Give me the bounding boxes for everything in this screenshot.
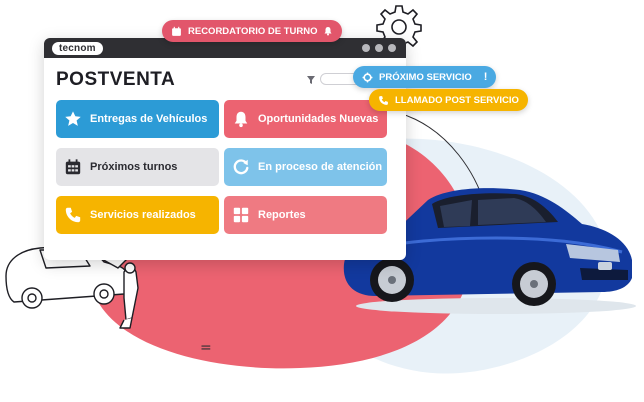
equals-mark: = xyxy=(200,340,212,356)
postventa-app-window: tecnom POSTVENTA Entregas de Vehículos O… xyxy=(44,38,406,260)
calendar-icon xyxy=(172,26,181,36)
gear-small-icon xyxy=(362,72,373,82)
window-titlebar: tecnom xyxy=(44,38,406,58)
page-title: POSTVENTA xyxy=(56,69,176,90)
bell-icon xyxy=(234,111,248,128)
tile-reportes[interactable]: Reportes xyxy=(224,196,387,234)
window-dot-1[interactable] xyxy=(362,44,370,52)
notification-label: LLAMADO POST SERVICIO xyxy=(395,94,519,106)
calendar-icon xyxy=(65,159,81,175)
notification-label: PRÓXIMO SERVICIO xyxy=(379,71,472,83)
alert-icon: ! xyxy=(483,71,488,83)
notification-proximo-servicio[interactable]: PRÓXIMO SERVICIO ! xyxy=(353,66,497,88)
tile-label: Reportes xyxy=(258,209,306,221)
tile-label: Entregas de Vehículos xyxy=(90,113,208,125)
window-dot-3[interactable] xyxy=(388,44,396,52)
tile-label: Próximos turnos xyxy=(90,161,178,173)
tecnom-logo: tecnom xyxy=(52,41,103,55)
star-icon xyxy=(65,111,81,126)
tile-proximos-turnos[interactable]: Próximos turnos xyxy=(56,148,219,186)
notification-recordatorio-de-turno[interactable]: RECORDATORIO DE TURNO xyxy=(162,20,343,42)
filter-icon[interactable] xyxy=(306,75,316,85)
tile-oportunidades-nuevas[interactable]: Oportunidades Nuevas xyxy=(224,100,387,138)
blue-car-image xyxy=(343,188,636,314)
window-controls xyxy=(362,44,396,52)
notification-llamado-post-servicio[interactable]: LLAMADO POST SERVICIO xyxy=(369,89,528,111)
tile-entregas-de-vehiculos[interactable]: Entregas de Vehículos xyxy=(56,100,219,138)
notification-label: RECORDATORIO DE TURNO xyxy=(188,25,318,37)
phone-icon xyxy=(379,95,388,105)
tile-label: Oportunidades Nuevas xyxy=(258,113,379,125)
window-dot-2[interactable] xyxy=(375,44,383,52)
grid-icon xyxy=(233,207,249,223)
tile-en-proceso-de-atencion[interactable]: En proceso de atención xyxy=(224,148,387,186)
bell-icon xyxy=(324,27,332,36)
tile-label: En proceso de atención xyxy=(258,161,383,173)
tile-label: Servicios realizados xyxy=(90,209,196,221)
refresh-icon xyxy=(233,159,249,175)
tile-servicios-realizados[interactable]: Servicios realizados xyxy=(56,196,219,234)
phone-icon xyxy=(65,207,81,223)
